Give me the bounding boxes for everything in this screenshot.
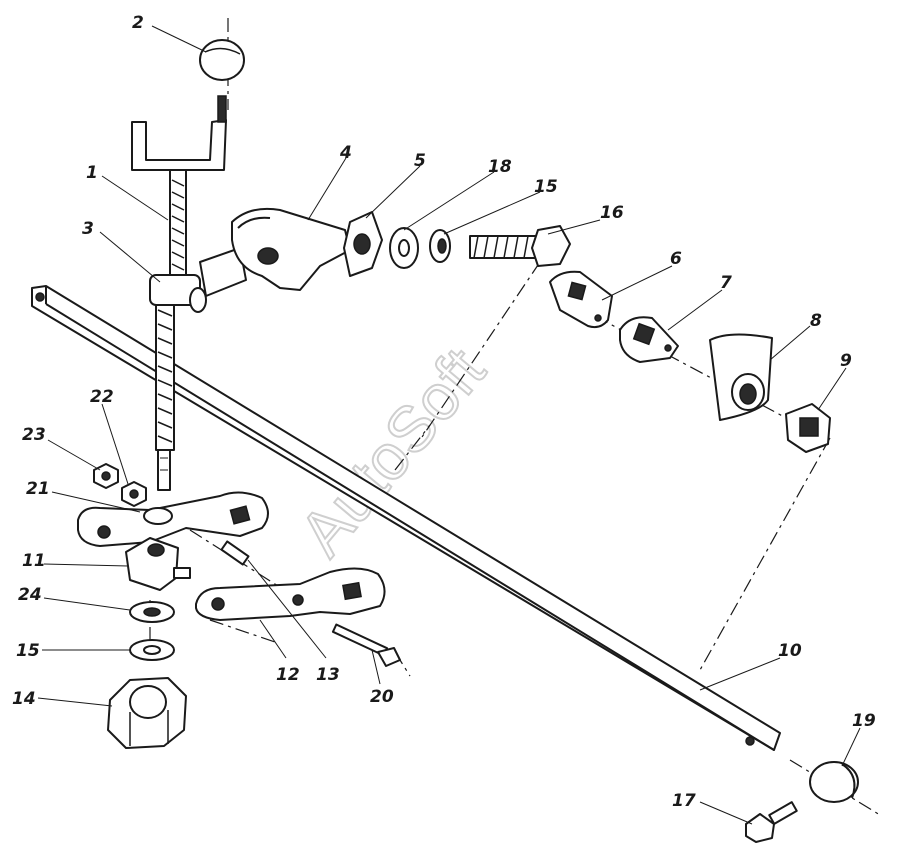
lock-plate — [549, 270, 613, 329]
callout-14: 14 — [12, 689, 36, 709]
grease-fitting — [745, 801, 798, 843]
gear-knob — [199, 39, 245, 81]
end-cap — [809, 761, 859, 803]
callout-15-bottom: 15 — [16, 641, 40, 661]
bolt — [469, 225, 571, 267]
callout-6: 6 — [670, 249, 682, 269]
callout-24: 24 — [18, 585, 42, 605]
square-nut — [343, 211, 383, 277]
callout-8: 8 — [810, 311, 822, 331]
gear-lever — [131, 95, 227, 491]
callout-10: 10 — [778, 641, 802, 661]
spring-washer-top — [429, 229, 451, 263]
leader-lines — [37, 25, 861, 825]
split-pin — [331, 623, 401, 667]
callout-9: 9 — [840, 351, 852, 371]
callout-16: 16 — [600, 203, 624, 223]
flat-washer — [389, 227, 419, 269]
callout-1: 1 — [86, 163, 98, 183]
large-nut — [107, 677, 187, 749]
small-nut-23 — [93, 463, 119, 489]
washer-24 — [129, 601, 175, 623]
callout-22: 22 — [90, 387, 114, 407]
callout-4: 4 — [339, 143, 352, 163]
pivot-block — [125, 537, 191, 591]
callout-18: 18 — [488, 157, 512, 177]
callout-20: 20 — [370, 687, 394, 707]
bushing — [785, 403, 831, 453]
small-nut-22 — [121, 481, 147, 507]
lever-bracket — [149, 247, 247, 313]
callout-12: 12 — [276, 665, 300, 685]
callout-13: 13 — [316, 665, 340, 685]
callout-3: 3 — [82, 219, 94, 239]
callout-labels: 2 1 3 4 5 18 15 16 6 7 8 9 10 19 17 22 2… — [12, 13, 876, 811]
pin — [220, 540, 250, 566]
callout-5: 5 — [414, 151, 426, 171]
callout-23: 23 — [22, 425, 46, 445]
retainer-plate — [619, 316, 679, 363]
lever-plate — [231, 207, 351, 291]
spring-washer-bottom — [129, 639, 175, 661]
upper-link — [77, 491, 269, 547]
callout-19: 19 — [852, 711, 876, 731]
callout-7: 7 — [720, 273, 732, 293]
lower-link — [195, 567, 386, 621]
callout-11: 11 — [22, 551, 46, 571]
callout-2: 2 — [132, 13, 144, 33]
callout-21: 21 — [26, 479, 50, 499]
callout-17: 17 — [672, 791, 696, 811]
housing-cover — [709, 333, 773, 421]
callout-15-top: 15 — [534, 177, 558, 197]
